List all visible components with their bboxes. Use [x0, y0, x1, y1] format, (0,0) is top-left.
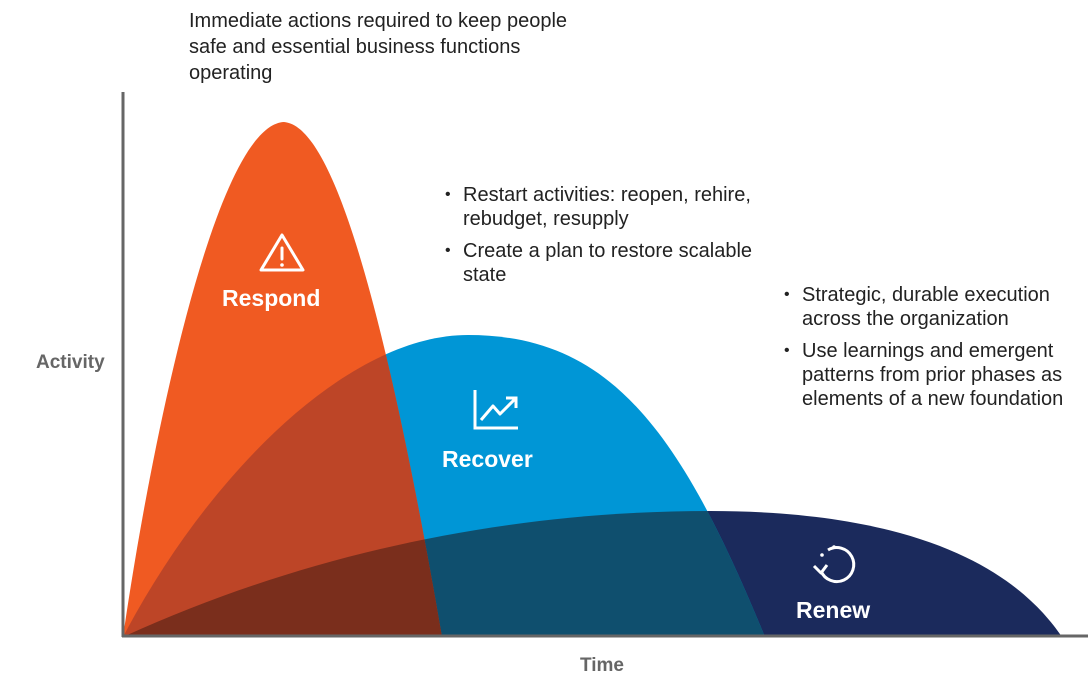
recover-note-item: Restart activities: reopen, rehire, rebu…	[439, 183, 769, 231]
recover-note-item: Create a plan to restore scalable state	[439, 239, 769, 287]
header-note: Immediate actions required to keep peopl…	[189, 10, 568, 84]
warning-triangle-icon	[259, 233, 305, 272]
refresh-circle-icon	[812, 545, 856, 584]
recover-label: Recover	[442, 446, 533, 472]
renew-note-item: Strategic, durable execution across the …	[778, 283, 1078, 331]
trend-up-chart-icon	[473, 390, 518, 430]
recover-notes: Restart activities: reopen, rehire, rebu…	[439, 183, 769, 295]
renew-label: Renew	[796, 597, 871, 623]
renew-notes: Strategic, durable execution across the …	[778, 283, 1078, 419]
renew-note-item: Use learnings and emergent patterns from…	[778, 339, 1078, 411]
y-axis-label: Activity	[36, 352, 105, 373]
x-axis-label: Time	[580, 655, 625, 676]
respond-recover-overlap	[123, 335, 442, 637]
respond-label: Respond	[222, 285, 321, 311]
respond-renew-overlap	[123, 511, 442, 637]
